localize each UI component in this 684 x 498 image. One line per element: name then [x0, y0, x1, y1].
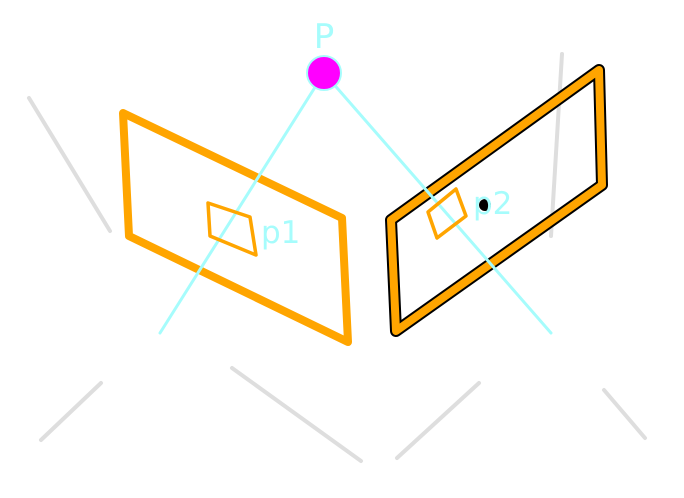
- background-stroke: [39, 381, 103, 442]
- projected-point-right: [479, 199, 491, 211]
- left-image-plane: [119, 109, 352, 346]
- background-stroke: [230, 366, 363, 463]
- projection-marker-right: [426, 187, 468, 240]
- projection-ray-left: [158, 71, 326, 335]
- background-strokes: [27, 52, 647, 463]
- background-stroke: [602, 388, 647, 440]
- projection-marker-left: [206, 201, 258, 257]
- right-image-plane: [385, 64, 608, 337]
- background-stroke: [549, 52, 564, 238]
- projection-label-right: p2: [473, 186, 512, 222]
- projection-label-left: p1: [261, 215, 300, 251]
- background-stroke: [27, 96, 112, 233]
- scene-point-label: P: [314, 17, 335, 57]
- right-image-plane-frame: [387, 66, 606, 335]
- background-stroke: [395, 381, 481, 460]
- scene-point: [306, 55, 342, 91]
